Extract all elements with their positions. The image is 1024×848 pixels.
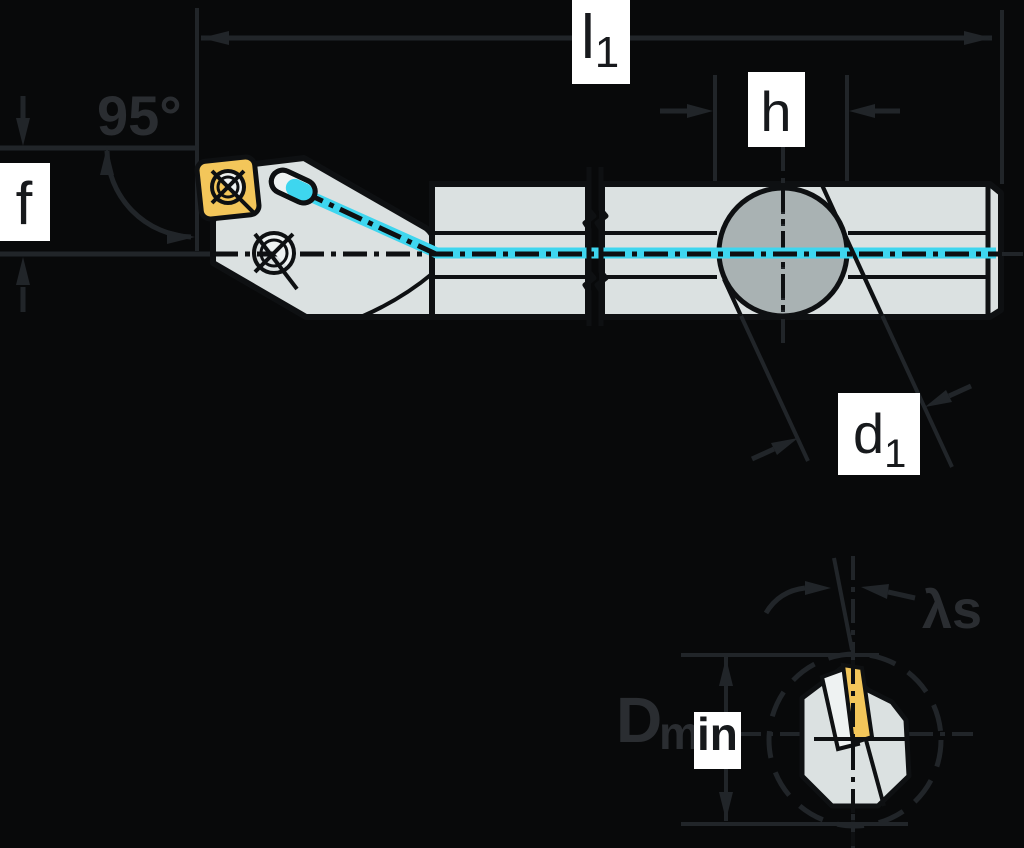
coolant-outlet-fluid [285, 178, 313, 202]
head-relief-curve [362, 271, 435, 318]
side-view: l1 f 95° [0, 0, 1023, 476]
section-shim [819, 666, 861, 752]
screw-wedge [261, 234, 287, 253]
screw-wedge [228, 177, 243, 197]
dimension-angle-95: 95° [97, 84, 195, 244]
d1-arrow1 [771, 438, 798, 455]
screw-ring-inner [259, 238, 289, 268]
d1-arrow2 [925, 390, 952, 407]
f-arrow-top [16, 118, 30, 146]
l1-label-box [572, 0, 630, 84]
d1-label-box [838, 393, 920, 475]
lambda-arrow-right [861, 584, 889, 599]
screw-wedge [274, 240, 293, 266]
screw-ring-inner [216, 175, 240, 199]
shank-break-symbol [582, 167, 609, 326]
l1-label-main: l [581, 3, 595, 72]
dmin-label-d: D [616, 684, 662, 756]
d1-tangent-lower-inner [722, 278, 743, 317]
screw-cross-line [253, 232, 295, 274]
angle-arc [104, 150, 192, 240]
dmin-label-m: m [659, 707, 700, 759]
cross-section-view: λs D m in [616, 556, 982, 848]
d1-label-main: d [853, 402, 884, 465]
lambda-tilt-line [832, 557, 854, 651]
coolant-outlet-outline [268, 167, 318, 206]
screw-cross-line [210, 169, 246, 205]
dimension-h: h [660, 72, 900, 147]
h-label: h [760, 80, 791, 143]
dmin-label-in: in [697, 708, 738, 760]
d1-arrow1-shaft [750, 446, 776, 462]
f-label-box [0, 163, 50, 241]
screw-cross-line [210, 169, 256, 215]
d1-tangent-upper-inner [820, 184, 884, 317]
h-arrow-right [849, 104, 875, 118]
dimension-dmin: D m in [616, 653, 908, 826]
dimension-lambda-s: λs [763, 557, 982, 651]
screw-ring-outer [252, 231, 296, 275]
l1-arrow-left [201, 31, 229, 45]
lambda-arrow-right-shaft [887, 589, 916, 601]
tool-body [194, 147, 1023, 343]
dmin-arrow-up [719, 658, 733, 686]
dimension-f: f [0, 96, 50, 312]
lambda-arrow-left [805, 581, 831, 595]
screw-ring-outer [210, 169, 246, 205]
clamp-screw-icon [210, 169, 256, 215]
coolant-channel-hidden-line [299, 188, 438, 257]
dimension-l1: l1 [201, 0, 992, 84]
dmin-label-box [694, 712, 741, 769]
extension-lines [0, 8, 1004, 257]
break-line-right [594, 167, 609, 326]
screw-cross-line [253, 232, 299, 291]
angle-label: 95° [97, 84, 182, 147]
angle-arrow-top [100, 147, 114, 175]
dimension-d1: d1 [722, 184, 973, 476]
l1-label: l1 [581, 3, 619, 77]
f-arrow-bottom [16, 257, 30, 285]
h-arrow-left [687, 104, 713, 118]
lambda-label: λs [922, 580, 982, 640]
d1-label: d1 [853, 402, 906, 476]
f-label: f [16, 170, 33, 237]
h-label-box [748, 72, 805, 147]
screw-wedge [218, 172, 238, 187]
coolant-outlet [268, 167, 318, 206]
section-pocket-line [864, 739, 886, 807]
lambda-arrow-left-shaft [763, 585, 806, 615]
l1-arrow-right [964, 31, 992, 45]
d1-arrow2-shaft [947, 383, 973, 399]
head-screw-icon [252, 231, 299, 291]
inner-contour-lines [362, 231, 986, 318]
angle-arrow-right [167, 230, 195, 244]
break-line-left [582, 167, 597, 326]
dmin-arrow-down [719, 792, 733, 820]
l1-label-sub: 1 [595, 28, 619, 77]
d1-label-sub: 1 [884, 432, 906, 476]
